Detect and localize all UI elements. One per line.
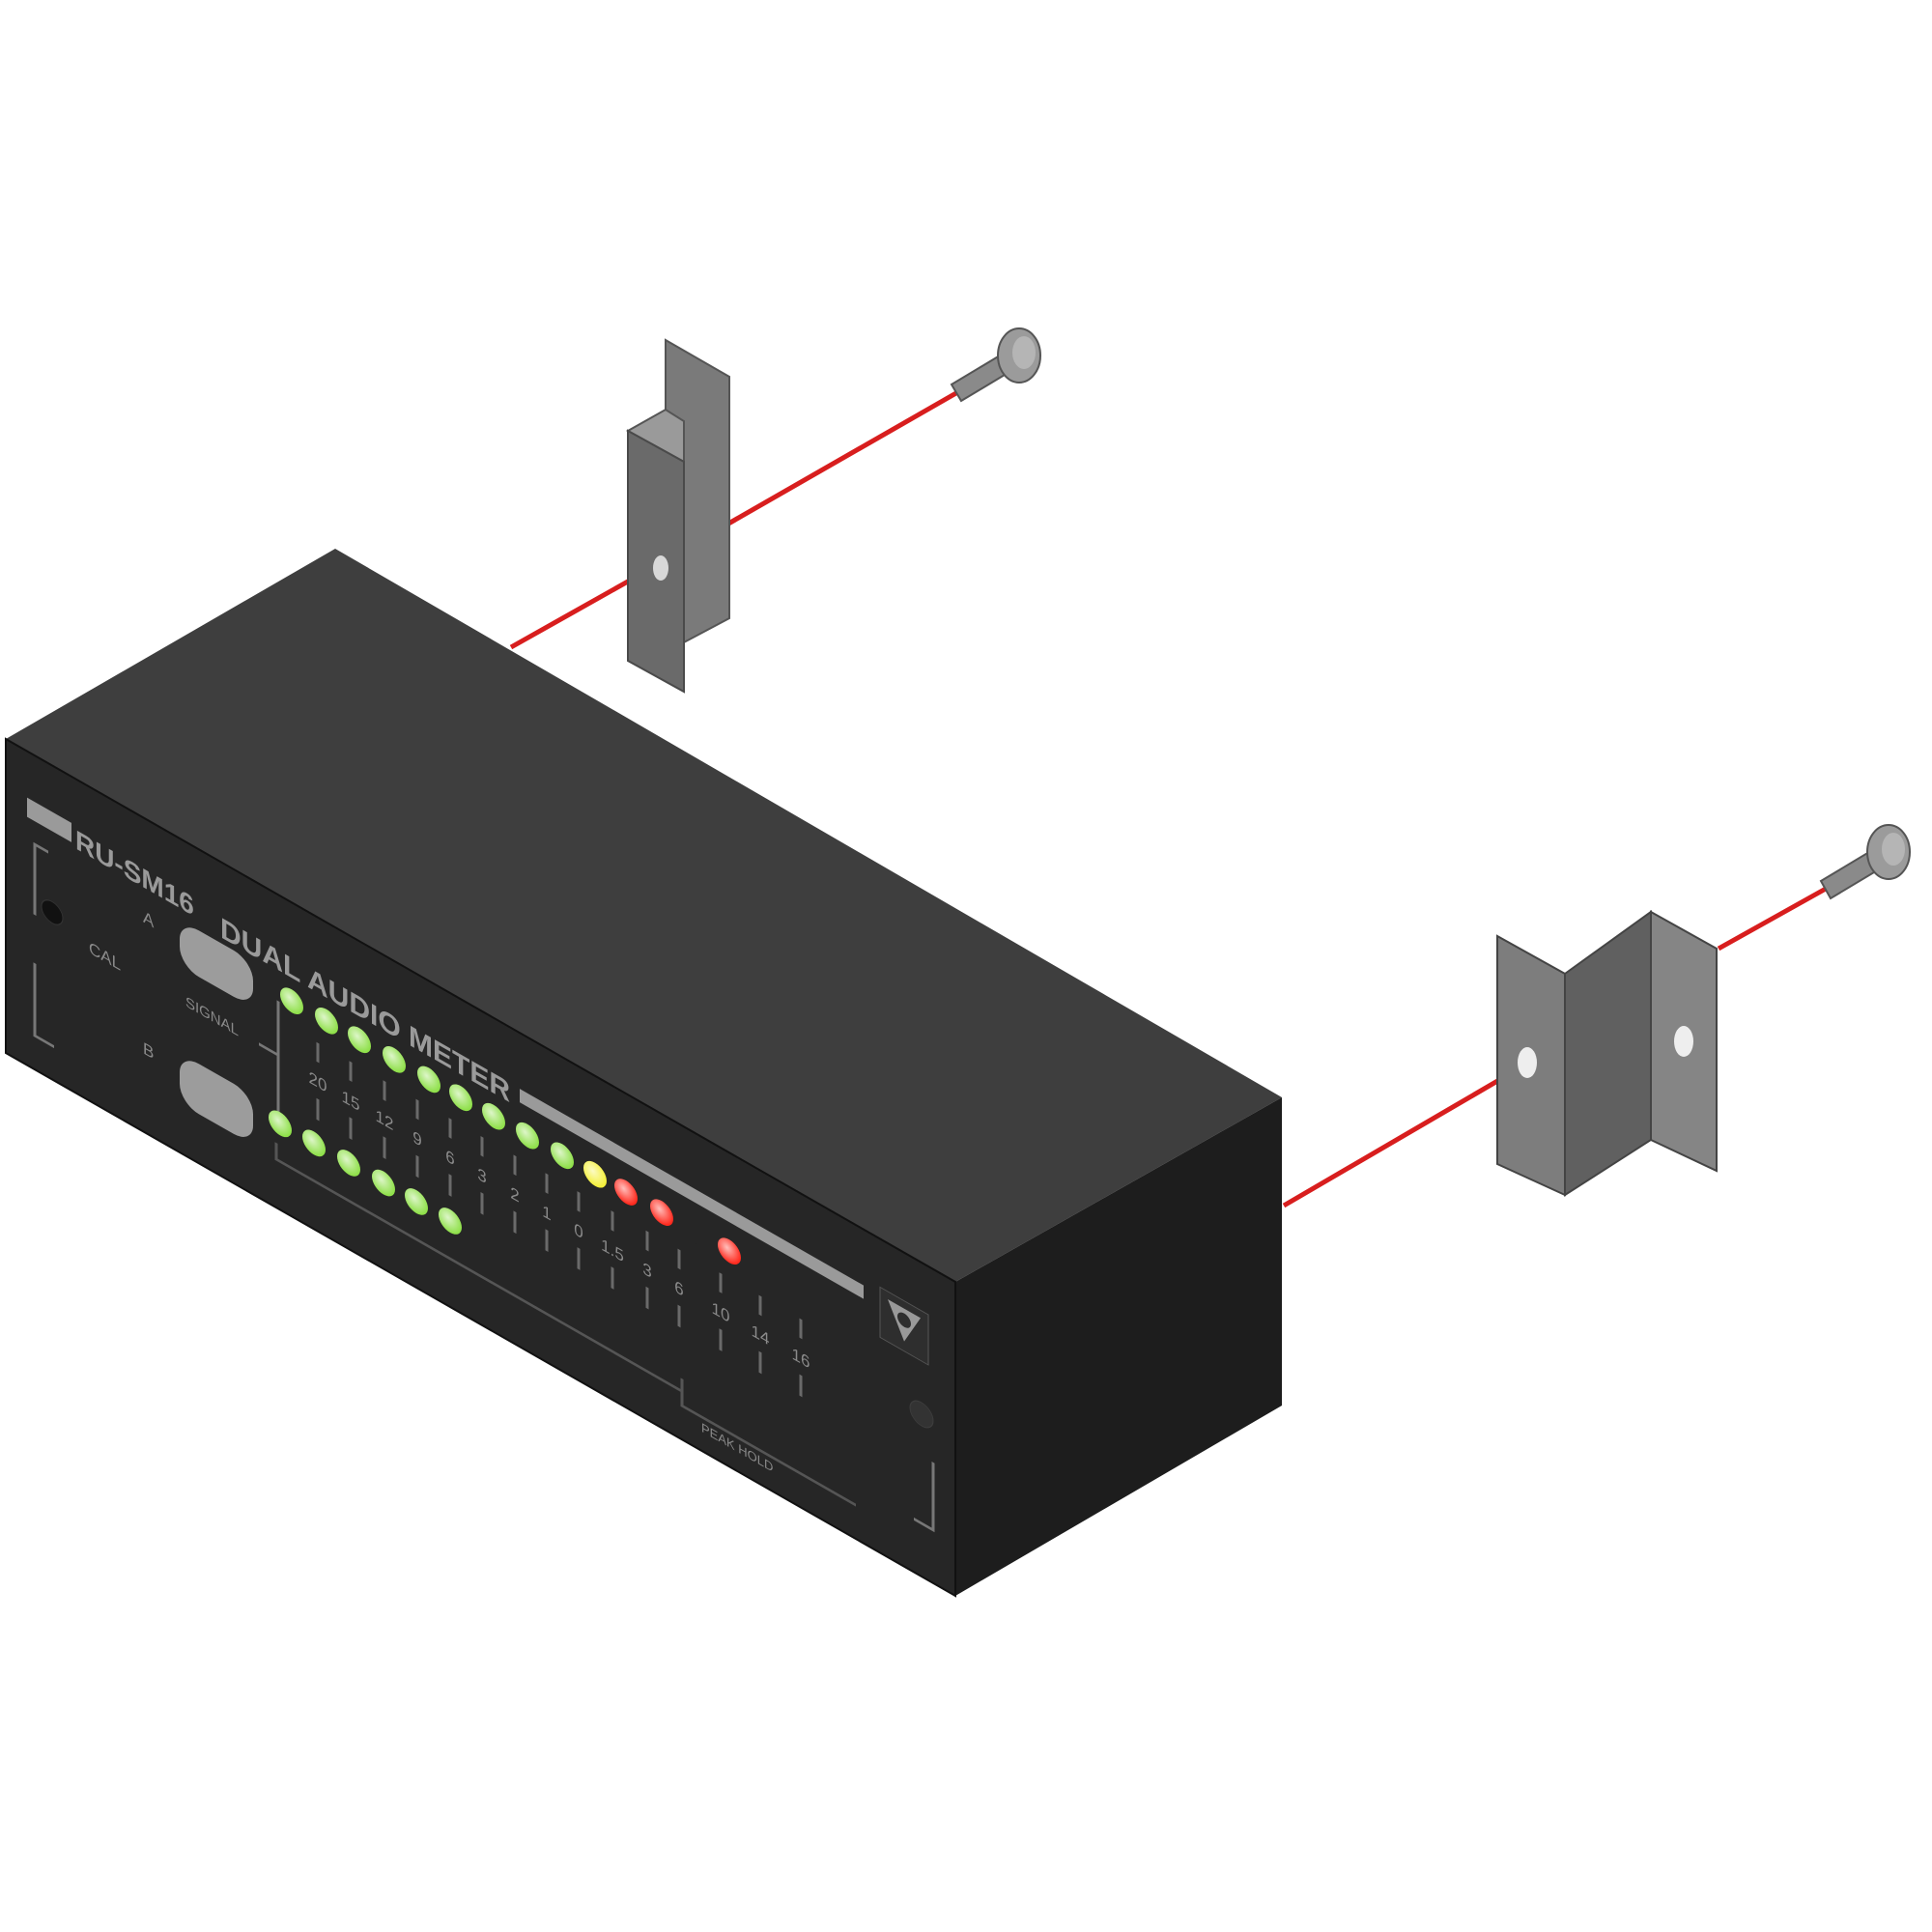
unit-front-face (5, 737, 956, 1598)
led-meter (269, 987, 741, 1265)
audio-meter-unit: RU-SM16 DUAL AUDIO METER CAL A B SIGNAL … (5, 549, 1282, 1598)
brand-logo (879, 1286, 929, 1366)
mounting-bracket-left (625, 338, 730, 694)
led-highlight (405, 1188, 428, 1215)
scale-label: 3 (642, 1258, 651, 1282)
led-highlight (614, 1179, 638, 1206)
led-highlight (417, 1065, 440, 1094)
led-highlight (583, 1160, 607, 1188)
screw-left (950, 327, 1041, 403)
led-a-off (683, 1217, 706, 1245)
led-highlight (280, 987, 303, 1015)
channel-b-button[interactable] (180, 1053, 253, 1145)
led-highlight (383, 1046, 406, 1073)
led-highlight (516, 1122, 539, 1150)
screw-right (1819, 824, 1911, 900)
led-highlight (302, 1129, 326, 1157)
scale-label: 6 (674, 1276, 683, 1300)
led-highlight (337, 1150, 360, 1177)
guide-line-right-2 (1717, 886, 1828, 952)
panel-screw (909, 1400, 934, 1429)
led-highlight (348, 1026, 371, 1054)
led-highlight (439, 1208, 462, 1235)
unit-side-face (955, 1097, 1282, 1596)
cal-adjust-hole[interactable] (41, 895, 64, 929)
scale-label: 3 (477, 1163, 486, 1187)
guide-line-right-1 (1282, 1057, 1536, 1208)
led-highlight (650, 1199, 673, 1227)
title-stripe (520, 1089, 864, 1299)
scale-label: 0 (574, 1219, 582, 1243)
scale-label: 9 (412, 1126, 421, 1151)
mounting-bracket-right (1496, 910, 1718, 1197)
scale-label: 1 (542, 1201, 551, 1225)
channel-b-label: B (143, 1037, 154, 1063)
led-highlight (372, 1169, 395, 1197)
led-highlight (482, 1102, 505, 1130)
led-highlight (551, 1142, 574, 1170)
led-highlight (315, 1007, 338, 1035)
scale-label: 6 (445, 1146, 454, 1170)
channel-a-label: A (143, 906, 155, 931)
led-highlight (449, 1084, 472, 1112)
led-highlight (718, 1237, 741, 1265)
scale-label: 2 (510, 1182, 519, 1207)
unit-top-face (6, 549, 1282, 1282)
channel-a-button[interactable] (180, 920, 253, 1008)
led-highlight (269, 1110, 292, 1138)
guide-line-left-2 (695, 387, 963, 545)
